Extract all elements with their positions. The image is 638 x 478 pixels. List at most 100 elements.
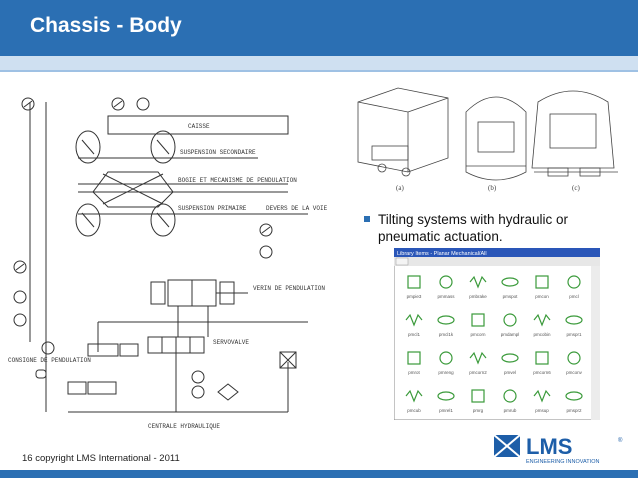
component-icon bbox=[469, 351, 487, 365]
component-icon bbox=[565, 315, 583, 325]
library-item[interactable]: pmconv bbox=[566, 351, 583, 375]
lms-emblem-icon bbox=[493, 434, 521, 458]
library-item-label: pmmass bbox=[437, 294, 455, 299]
library-title: Library Items - Planar Mechanical/All bbox=[397, 251, 487, 257]
component-icon bbox=[469, 275, 487, 289]
caption-c: (c) bbox=[572, 184, 580, 192]
library-item[interactable]: pmrel1 bbox=[437, 391, 455, 413]
library-item[interactable]: pmcorn2 bbox=[469, 351, 487, 375]
library-item[interactable]: pmpie3 bbox=[407, 275, 422, 299]
component-icon bbox=[565, 391, 583, 401]
library-item[interactable]: pmmass bbox=[437, 275, 455, 299]
caption-a: (a) bbox=[396, 184, 404, 192]
tilting-train-sketches: (a) (b) (c) bbox=[357, 87, 618, 192]
library-item[interactable]: pmreng bbox=[438, 351, 454, 375]
library-item[interactable]: pmdampl bbox=[501, 313, 520, 337]
library-item-label: pmspr2 bbox=[566, 408, 582, 413]
library-item-label: pmrel1 bbox=[439, 408, 453, 413]
logo-registered: ® bbox=[618, 437, 623, 444]
label-caisse: CAISSE bbox=[188, 123, 210, 130]
component-icon bbox=[535, 351, 549, 365]
tilting-schematic: CAISSE SUSPENSION SECONDAIRE BOGIE ET ME… bbox=[8, 97, 328, 430]
component-icon bbox=[405, 389, 423, 403]
footer-bar bbox=[0, 470, 638, 478]
library-item[interactable]: pmvel bbox=[501, 353, 519, 375]
label-verin: VERIN DE PENDULATION bbox=[253, 285, 325, 292]
library-item[interactable]: pmcorn bbox=[470, 313, 486, 337]
header-strip bbox=[0, 56, 638, 70]
library-item[interactable]: pmspot bbox=[501, 277, 519, 299]
component-icon bbox=[501, 277, 519, 287]
component-icon bbox=[503, 389, 517, 403]
library-item-label: pmcl1k bbox=[439, 332, 454, 337]
component-icon bbox=[533, 313, 551, 327]
library-item[interactable]: pmbrake bbox=[469, 275, 487, 299]
component-icon bbox=[567, 275, 581, 289]
label-consigne: CONSIGNE DE PENDULATION bbox=[8, 357, 91, 364]
library-item[interactable]: pmcl bbox=[567, 275, 581, 299]
library-item[interactable]: pmrg bbox=[471, 389, 485, 413]
component-icon bbox=[471, 389, 485, 403]
library-item[interactable]: pmspr2 bbox=[565, 391, 583, 413]
component-icon bbox=[437, 315, 455, 325]
bullet-text: Tilting systems with hydraulic or pneuma… bbox=[378, 212, 569, 244]
component-icon bbox=[503, 313, 517, 327]
library-item[interactable]: pmcorn6 bbox=[533, 351, 551, 375]
library-item-label: pmcorn6 bbox=[533, 370, 551, 375]
library-item-label: pmsup bbox=[535, 408, 549, 413]
header-divider bbox=[0, 70, 638, 72]
label-servovalve: SERVOVALVE bbox=[213, 339, 249, 346]
library-item-label: pmdampl bbox=[501, 332, 520, 337]
library-items-window: Library Items - Planar Mechanical/All pm… bbox=[394, 248, 600, 420]
library-item-label: pmspr1 bbox=[566, 332, 582, 337]
bullet-square-icon bbox=[364, 216, 370, 222]
library-grid: pmpie3 pmmass pmbrake pmspot pmcon pmcl pmcl1 p… bbox=[405, 275, 583, 413]
library-item-label: pmrg bbox=[473, 408, 484, 413]
caisse-box bbox=[107, 115, 289, 135]
library-item-label: pmcorn2 bbox=[469, 370, 487, 375]
label-devers: DEVERS DE LA VOIE bbox=[266, 205, 328, 212]
library-item-label: pmcl1 bbox=[408, 332, 421, 337]
logo-tagline: ENGINEERING INNOVATION bbox=[526, 459, 599, 465]
library-item-label: pmcorn bbox=[470, 332, 486, 337]
library-item[interactable]: pmcl1 bbox=[405, 313, 423, 337]
label-suspension-secondaire: SUSPENSION SECONDAIRE bbox=[180, 149, 256, 156]
library-item-label: pmbrake bbox=[469, 294, 487, 299]
label-suspension-primaire: SUSPENSION PRIMAIRE bbox=[178, 205, 247, 212]
library-item-label: pmcon bbox=[535, 294, 549, 299]
title-bar: Chassis - Body bbox=[0, 0, 638, 56]
library-item[interactable]: pmcobin bbox=[533, 313, 551, 337]
library-toolbar-button[interactable] bbox=[395, 257, 409, 266]
bullet-item: Tilting systems with hydraulic or pneuma… bbox=[364, 211, 624, 245]
library-item-label: pmvel bbox=[504, 370, 516, 375]
logo-brand: LMS bbox=[526, 434, 572, 459]
library-item-label: pmcl bbox=[569, 294, 579, 299]
component-icon bbox=[535, 275, 549, 289]
caption-b: (b) bbox=[488, 184, 497, 192]
library-item[interactable]: pmsup bbox=[533, 389, 551, 413]
component-icon bbox=[471, 313, 485, 327]
library-item[interactable]: pmcon bbox=[535, 275, 549, 299]
lms-logo: LMS ® ENGINEERING INNOVATION bbox=[493, 434, 623, 465]
library-item[interactable]: pmspr1 bbox=[565, 315, 583, 337]
component-icon bbox=[439, 275, 453, 289]
component-icon bbox=[405, 313, 423, 327]
component-icon bbox=[407, 351, 421, 365]
component-icon bbox=[407, 275, 421, 289]
slide-title: Chassis - Body bbox=[30, 14, 182, 37]
label-bogie: BOGIE ET MECANISME DE PENDULATION bbox=[178, 177, 297, 184]
library-item-label: pmcub bbox=[407, 408, 421, 413]
component-icon bbox=[567, 351, 581, 365]
component-icon bbox=[501, 353, 519, 363]
library-item-label: pmreng bbox=[438, 370, 454, 375]
library-item[interactable]: pmcl1k bbox=[437, 315, 455, 337]
component-icon bbox=[437, 391, 455, 401]
library-item[interactable]: pmcub bbox=[405, 389, 423, 413]
library-item[interactable]: pmrub bbox=[503, 389, 517, 413]
library-item-label: pmcobin bbox=[533, 332, 551, 337]
component-icon bbox=[533, 389, 551, 403]
library-item-label: pmpie3 bbox=[407, 294, 422, 299]
footer-copyright: 16 copyright LMS International - 2011 bbox=[22, 453, 180, 464]
label-centrale: CENTRALE HYDRAULIQUE bbox=[148, 423, 220, 430]
library-item[interactable]: pmrot bbox=[407, 351, 421, 375]
